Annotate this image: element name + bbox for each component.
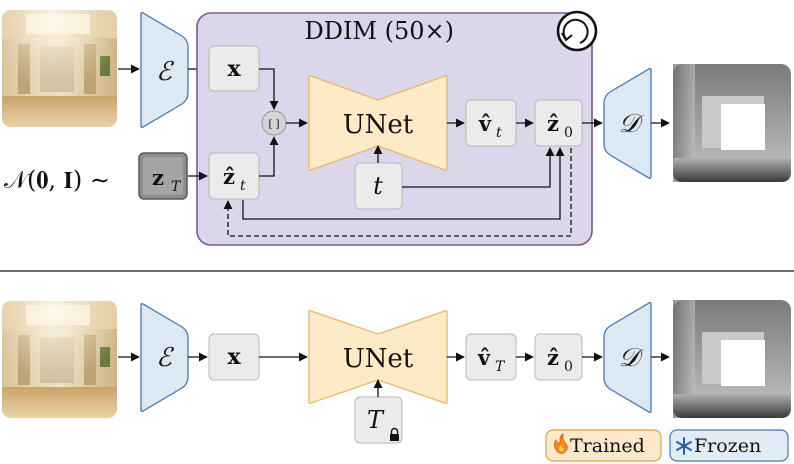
vT-label: 𝐯̂ bbox=[477, 345, 491, 370]
prior-label: 𝒩(𝟎, 𝐈) ∼ bbox=[4, 166, 110, 194]
noise-zT-node: 𝐳 T bbox=[138, 152, 188, 200]
loop-icon bbox=[556, 10, 598, 52]
t-node: t bbox=[354, 162, 403, 210]
concat-label: [ ] bbox=[269, 119, 280, 130]
z0-label: 𝐳̂ bbox=[547, 111, 559, 136]
unet-label: UNet bbox=[343, 110, 414, 140]
z0-node-top: 𝐳̂ 0 bbox=[534, 99, 583, 147]
flame-icon bbox=[554, 433, 568, 454]
vt-node: 𝐯̂ t bbox=[465, 99, 517, 147]
input-image-top bbox=[2, 10, 117, 127]
z0-subscript: 0 bbox=[564, 359, 573, 375]
z0-label: 𝐳̂ bbox=[547, 345, 559, 370]
decoder-bottom: 𝒟 bbox=[603, 302, 652, 413]
T-label: T bbox=[367, 406, 385, 434]
concat-node: [ ] bbox=[261, 110, 287, 136]
z0-node-bottom: 𝐳̂ 0 bbox=[534, 333, 583, 381]
snowflake-icon bbox=[676, 437, 692, 455]
encoder-top: ℰ bbox=[140, 12, 189, 128]
x-label: 𝐱 bbox=[227, 344, 241, 370]
depth-map-top bbox=[673, 64, 791, 182]
unet-bottom: UNet bbox=[308, 310, 448, 404]
depth-map-bottom bbox=[673, 300, 791, 418]
encoder-bottom: ℰ bbox=[140, 303, 189, 412]
ddim-label: DDIM (50×) bbox=[304, 17, 454, 45]
T-node: T bbox=[354, 396, 403, 444]
z0-subscript: 0 bbox=[564, 125, 573, 141]
unet-label: UNet bbox=[343, 344, 414, 374]
legend-frozen: Frozen bbox=[669, 429, 789, 462]
encoder-label: ℰ bbox=[156, 343, 174, 373]
frozen-label: Frozen bbox=[694, 435, 761, 457]
zT-label: 𝐳 bbox=[152, 165, 164, 190]
x-node-bottom: 𝐱 bbox=[208, 333, 260, 381]
x-node-top: 𝐱 bbox=[208, 45, 260, 92]
zt-node: 𝐳̂ t bbox=[208, 152, 260, 200]
zt-label: 𝐳̂ bbox=[223, 164, 235, 189]
unet-top: UNet bbox=[308, 75, 448, 171]
input-image-bottom bbox=[2, 301, 117, 418]
t-label: t bbox=[373, 172, 383, 200]
vt-subscript: t bbox=[496, 125, 502, 141]
trained-label: Trained bbox=[570, 435, 645, 457]
legend-trained: Trained bbox=[545, 429, 662, 462]
vt-label: 𝐯̂ bbox=[478, 111, 492, 136]
x-label: 𝐱 bbox=[227, 56, 241, 82]
lock-icon bbox=[390, 427, 399, 441]
zT-subscript: T bbox=[171, 179, 182, 195]
encoder-label: ℰ bbox=[156, 57, 174, 87]
zt-subscript: t bbox=[240, 178, 246, 194]
decoder-top: 𝒟 bbox=[603, 68, 652, 179]
vT-node: 𝐯̂ T bbox=[465, 333, 517, 381]
vT-subscript: T bbox=[495, 359, 506, 375]
